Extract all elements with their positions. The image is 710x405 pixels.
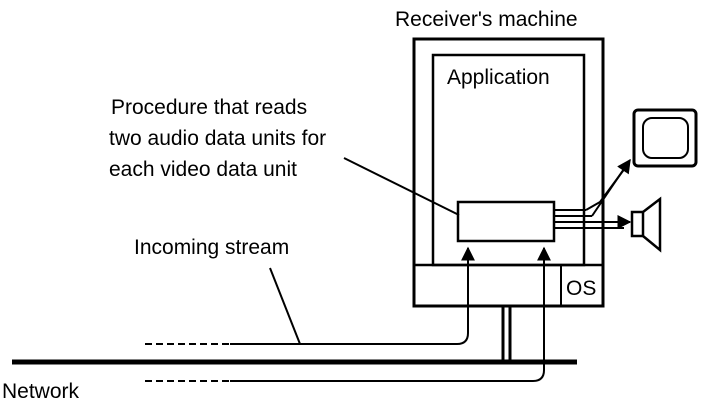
video-output-arrow bbox=[554, 158, 631, 217]
procedure-box bbox=[456, 200, 556, 243]
receiver-machine-label: Receiver's machine bbox=[395, 8, 578, 31]
application-label: Application bbox=[447, 66, 550, 89]
procedure-label-line-1: Procedure that reads bbox=[111, 96, 307, 119]
network-label: Network bbox=[2, 380, 80, 403]
stream-path-upper bbox=[145, 246, 475, 345]
audio-output-arrow bbox=[554, 215, 632, 229]
incoming-stream-label: Incoming stream bbox=[134, 236, 289, 259]
incoming-stream-leader bbox=[269, 267, 301, 345]
os-label: OS bbox=[566, 277, 596, 300]
procedure-label-line-2: two audio data units for bbox=[109, 127, 326, 150]
speaker-icon bbox=[630, 196, 662, 253]
procedure-leader-line bbox=[343, 157, 460, 216]
procedure-label-line-3: each video data unit bbox=[109, 158, 297, 181]
monitor-icon bbox=[632, 108, 698, 168]
stream-path-lower bbox=[145, 246, 551, 382]
